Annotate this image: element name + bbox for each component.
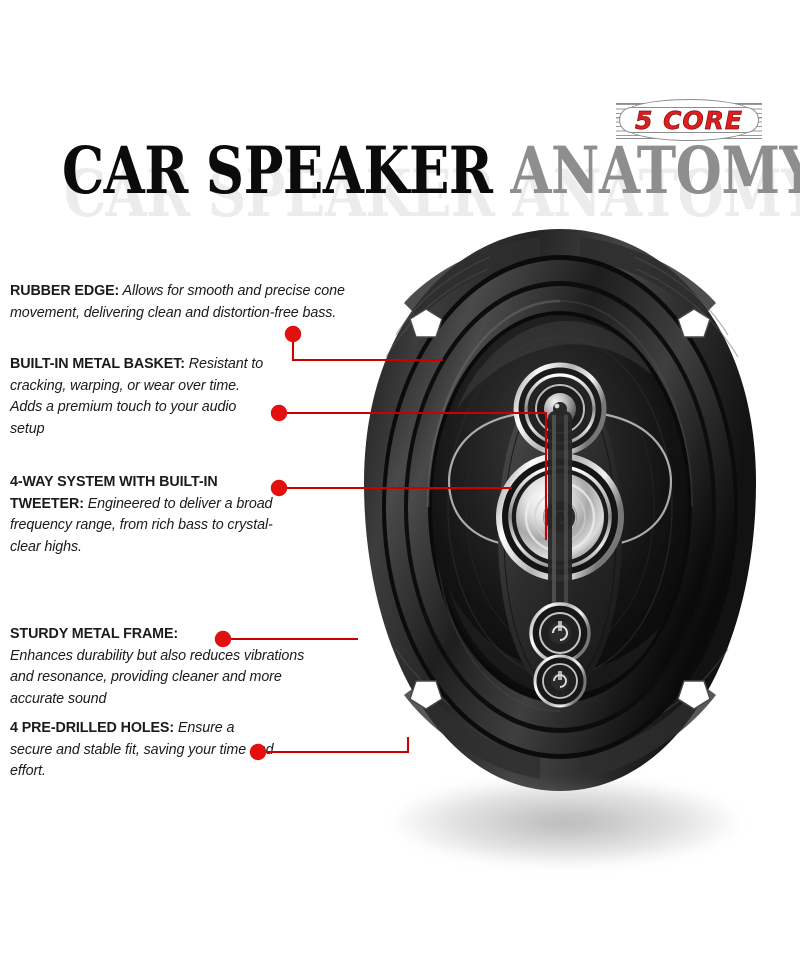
- mounting-hole-top-left: [409, 308, 443, 338]
- tweeter-upper: [513, 362, 607, 456]
- callout-pre-drilled-holes: 4 PRE-DRILLED HOLES: Ensure a secure and…: [10, 718, 280, 783]
- callout-body: Ensure a secure and stable fit, saving y…: [10, 720, 274, 779]
- page-title-secondary: ANATOMY: [510, 133, 800, 209]
- tweeter-lower-1: [529, 602, 591, 664]
- logo-plate: [620, 100, 758, 140]
- leader-dot-3: [270, 479, 288, 497]
- leader-dot-1: [284, 325, 302, 343]
- leader-line-2: [279, 411, 548, 540]
- speaker-drop-shadow: [392, 777, 740, 867]
- tweeter-pod: [447, 362, 673, 708]
- callout-body: Enhances durability but also reduces vib…: [10, 647, 305, 707]
- callout-heading: STURDY METAL FRAME:: [10, 626, 179, 642]
- callout-heading: BUILT-IN METAL BASKET:: [10, 356, 185, 372]
- callout-heading: 4-WAY SYSTEM WITH BUILT-IN TWEETER:: [10, 474, 218, 512]
- callout-sturdy-metal-frame: STURDY METAL FRAME: Enhances durability …: [10, 624, 310, 710]
- callout-four-way-system: 4-WAY SYSTEM WITH BUILT-IN TWEETER: Engi…: [10, 472, 290, 558]
- leader-line-1: [291, 336, 443, 362]
- leader-line-5: [258, 737, 410, 754]
- callout-body: Resistant to cracking, warping, or wear …: [10, 356, 264, 437]
- mounting-holes: [409, 308, 711, 710]
- page-title-shadow: CAR SPEAKER ANATOMY: [64, 156, 800, 232]
- callout-body: Engineered to deliver a broad frequency …: [10, 495, 273, 555]
- page-title-primary: CAR SPEAKER: [62, 133, 511, 209]
- mounting-hole-bottom-right: [677, 680, 711, 710]
- callout-heading: RUBBER EDGE:: [10, 283, 120, 299]
- speaker-illustration: [340, 225, 780, 885]
- callout-body: Allows for smooth and precise cone movem…: [10, 283, 345, 321]
- callout-heading: 4 PRE-DRILLED HOLES:: [10, 720, 175, 736]
- leader-dot-5: [249, 743, 267, 761]
- tweeter-lower-2: [533, 654, 587, 708]
- leader-dot-2: [270, 404, 288, 422]
- speaker-svg: [364, 229, 756, 791]
- brand-logo: 5 CORE: [616, 99, 762, 141]
- mounting-hole-top-right: [677, 308, 711, 338]
- pod-strut: [548, 411, 572, 629]
- page-title: CAR SPEAKER ANATOMY: [62, 133, 800, 218]
- leader-dot-4: [214, 630, 232, 648]
- callout-rubber-edge: RUBBER EDGE: Allows for smooth and preci…: [10, 281, 395, 324]
- callout-built-in-metal-basket: BUILT-IN METAL BASKET: Resistant to crac…: [10, 354, 270, 440]
- brand-name: 5 CORE: [634, 105, 744, 135]
- mounting-hole-bottom-left: [409, 680, 443, 710]
